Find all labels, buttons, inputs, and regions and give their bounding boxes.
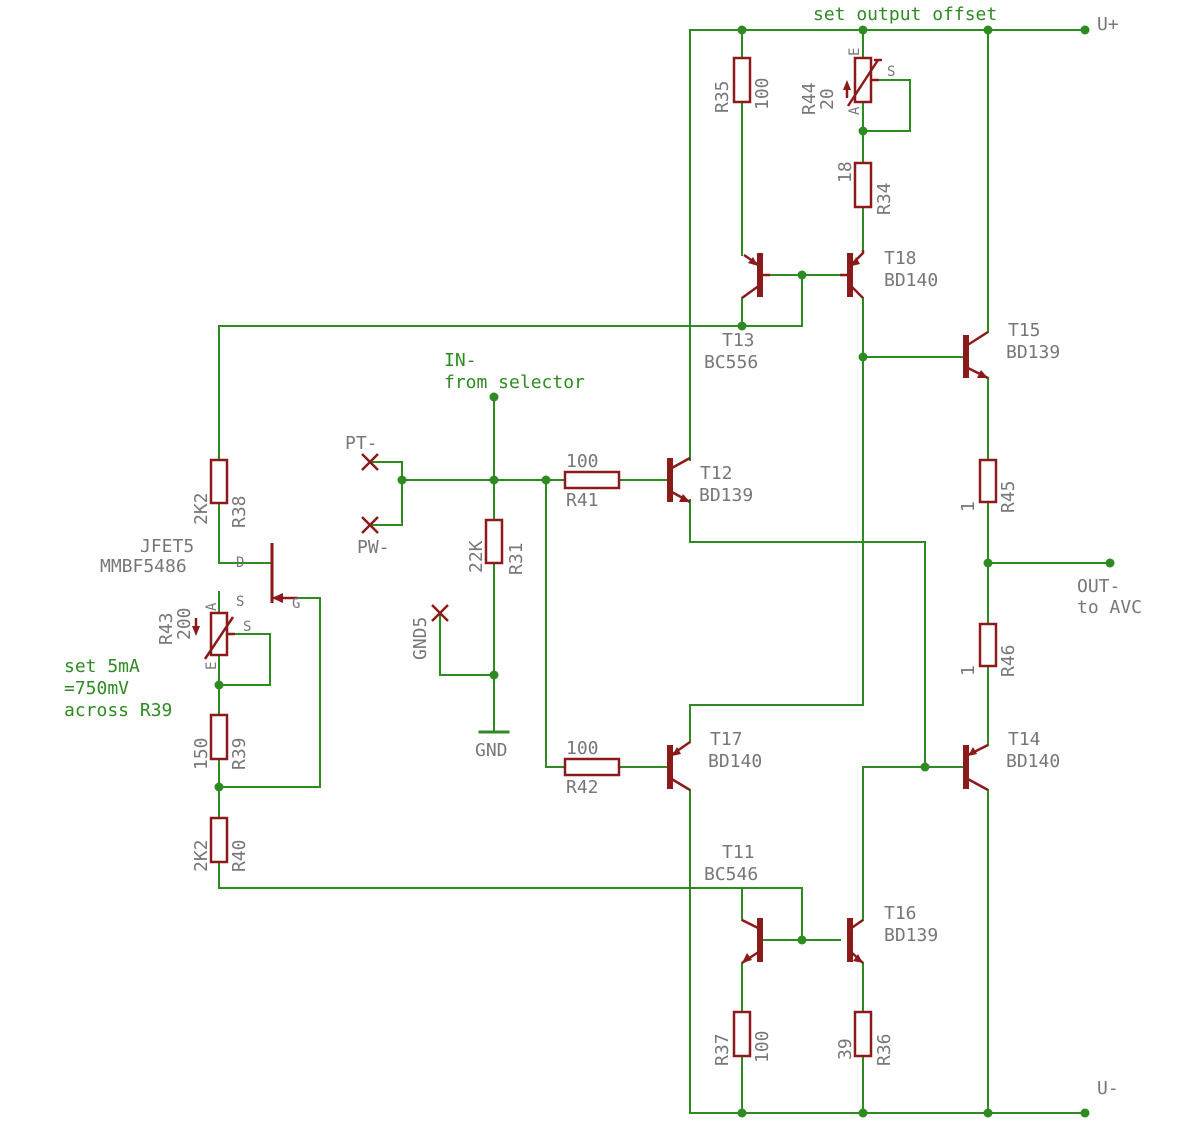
jfet5-pin-s: S (236, 594, 244, 610)
transistor-t15 (963, 330, 989, 380)
r31-ref: R31 (506, 542, 527, 575)
r43-ref: R43 (156, 612, 177, 645)
r44-value: 20 (817, 88, 838, 110)
note-bias-1: set 5mA (64, 656, 140, 677)
r45-value: 1 (958, 501, 979, 512)
resistor-r42 (563, 757, 621, 777)
net-out-1: OUT- (1077, 576, 1120, 597)
jfet5-part: MMBF5486 (100, 556, 187, 577)
transistor-t16 (847, 918, 864, 964)
resistor-r46 (978, 622, 998, 668)
t12-part: BD139 (699, 485, 753, 506)
t16-ref: T16 (884, 903, 917, 924)
transistor-t12 (667, 456, 691, 504)
r35-value: 100 (752, 77, 773, 110)
t15-part: BD139 (1006, 342, 1060, 363)
r35-ref: R35 (712, 80, 733, 113)
t14-part: BD140 (1006, 751, 1060, 772)
r34-value: 18 (835, 161, 856, 183)
net-pw: PW- (357, 537, 390, 558)
transistor-t14 (963, 743, 989, 792)
net-out-2: to AVC (1077, 597, 1142, 618)
t18-part: BD140 (884, 270, 938, 291)
resistor-r45 (978, 458, 998, 504)
r45-ref: R45 (998, 480, 1019, 513)
note-offset: set output offset (813, 4, 997, 25)
r34-ref: R34 (874, 182, 895, 215)
jfet-jfet5 (270, 543, 298, 603)
r41-ref: R41 (566, 490, 599, 511)
r42-value: 100 (566, 738, 599, 759)
resistor-r40 (209, 816, 229, 864)
r43-pin-s: S (243, 619, 251, 635)
r44-pin-e: E (847, 48, 863, 56)
r36-ref: R36 (874, 1033, 895, 1066)
resistor-r35 (732, 56, 752, 104)
r37-ref: R37 (712, 1033, 733, 1066)
resistor-r34 (853, 161, 873, 209)
r38-value: 2K2 (191, 492, 212, 525)
resistor-r31 (484, 518, 504, 565)
t17-ref: T17 (710, 729, 743, 750)
resistor-r39 (209, 713, 229, 761)
t11-part: BC546 (704, 864, 758, 885)
resistor-r38 (209, 458, 229, 505)
t13-part: BC556 (704, 352, 758, 373)
t17-part: BD140 (708, 751, 762, 772)
net-gnd5: GND5 (410, 617, 431, 660)
r31-value: 22K (466, 540, 487, 573)
r38-ref: R38 (229, 495, 250, 528)
jfet5-ref: JFET5 (140, 536, 194, 557)
r44-ref: R44 (799, 82, 820, 115)
note-in-1: IN- (444, 350, 477, 371)
t14-ref: T14 (1008, 729, 1041, 750)
t13-ref: T13 (722, 330, 755, 351)
net-pt: PT- (345, 433, 378, 454)
t16-part: BD139 (884, 925, 938, 946)
net-u-minus: U- (1097, 1078, 1119, 1099)
resistor-r36 (853, 1010, 873, 1058)
r43-pin-a: A (204, 602, 220, 611)
r46-ref: R46 (998, 644, 1019, 677)
junctions (214, 25, 1115, 1118)
t11-ref: T11 (722, 842, 755, 863)
r46-value: 1 (958, 665, 979, 676)
r39-ref: R39 (229, 737, 250, 770)
resistor-r37 (732, 1010, 752, 1058)
resistors (209, 56, 998, 1058)
r36-value: 39 (835, 1038, 856, 1060)
r37-value: 100 (752, 1030, 773, 1063)
jfet5-pin-d: D (236, 555, 244, 571)
trimmer-r43 (192, 611, 235, 660)
r44-pin-s: S (887, 64, 895, 80)
r42-ref: R42 (566, 777, 599, 798)
resistor-r41 (563, 470, 621, 490)
note-in-2: from selector (444, 372, 585, 393)
r40-ref: R40 (229, 839, 250, 872)
note-bias-2: =750mV (64, 678, 129, 699)
r41-value: 100 (566, 451, 599, 472)
net-u-plus: U+ (1097, 14, 1119, 35)
transistor-t11 (741, 918, 763, 965)
jfet5-pin-g: G (292, 596, 300, 612)
r39-value: 150 (191, 737, 212, 770)
t12-ref: T12 (700, 463, 733, 484)
r40-value: 2K2 (191, 839, 212, 872)
trimmer-r44 (843, 56, 882, 107)
transistor-t13 (741, 253, 770, 300)
t18-ref: T18 (884, 248, 917, 269)
no-connect-marks (361, 453, 449, 622)
net-gnd: GND (475, 740, 508, 761)
note-bias-3: across R39 (64, 700, 172, 721)
t15-ref: T15 (1008, 320, 1041, 341)
r44-pin-a: A (847, 106, 863, 115)
r43-value: 200 (174, 607, 195, 640)
wires (218, 29, 1111, 1114)
transistor-t17 (667, 740, 691, 792)
transistor-t18 (840, 250, 865, 299)
r43-pin-e: E (204, 662, 220, 670)
